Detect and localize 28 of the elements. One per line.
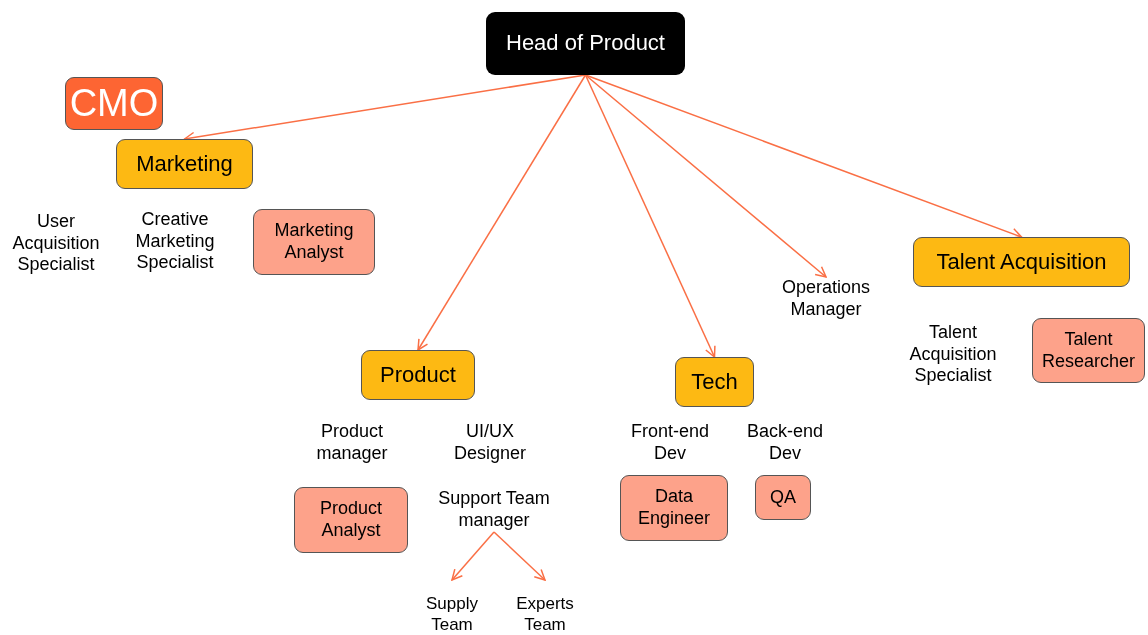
arrow [493,531,546,581]
role-box: Talent Researcher [1032,318,1145,383]
head-box: Head of Product [486,12,685,75]
role-text: Support Team manager [428,487,560,532]
department-box: Product [361,350,475,400]
role-label: Product manager [315,421,389,465]
role-box: QA [755,475,811,520]
department-box: Marketing [116,139,253,189]
department-box: Tech [675,357,754,407]
arrow [584,74,827,278]
role-label: Talent Acquisition Specialist [908,322,998,387]
team-text: Supply Team [414,580,490,635]
role-box: Product Analyst [294,487,408,553]
role-box: Data Engineer [620,475,728,541]
team-text: Experts Team [506,580,584,635]
role-label: Back-end Dev [745,421,824,465]
arrow [451,531,495,581]
role-label: User Acquisition Specialist [11,211,101,276]
role-text: Operations Manager [770,277,882,321]
title-box: CMO [65,77,163,130]
department-box: Talent Acquisition [913,237,1130,287]
role-label: Creative Marketing Specialist [134,209,216,274]
arrow [584,74,1023,239]
arrow [584,74,716,358]
arrow [417,74,587,351]
role-label: Front-end Dev [629,421,710,465]
role-label: UI/UX Designer [452,421,527,465]
role-box: Marketing Analyst [253,209,375,275]
